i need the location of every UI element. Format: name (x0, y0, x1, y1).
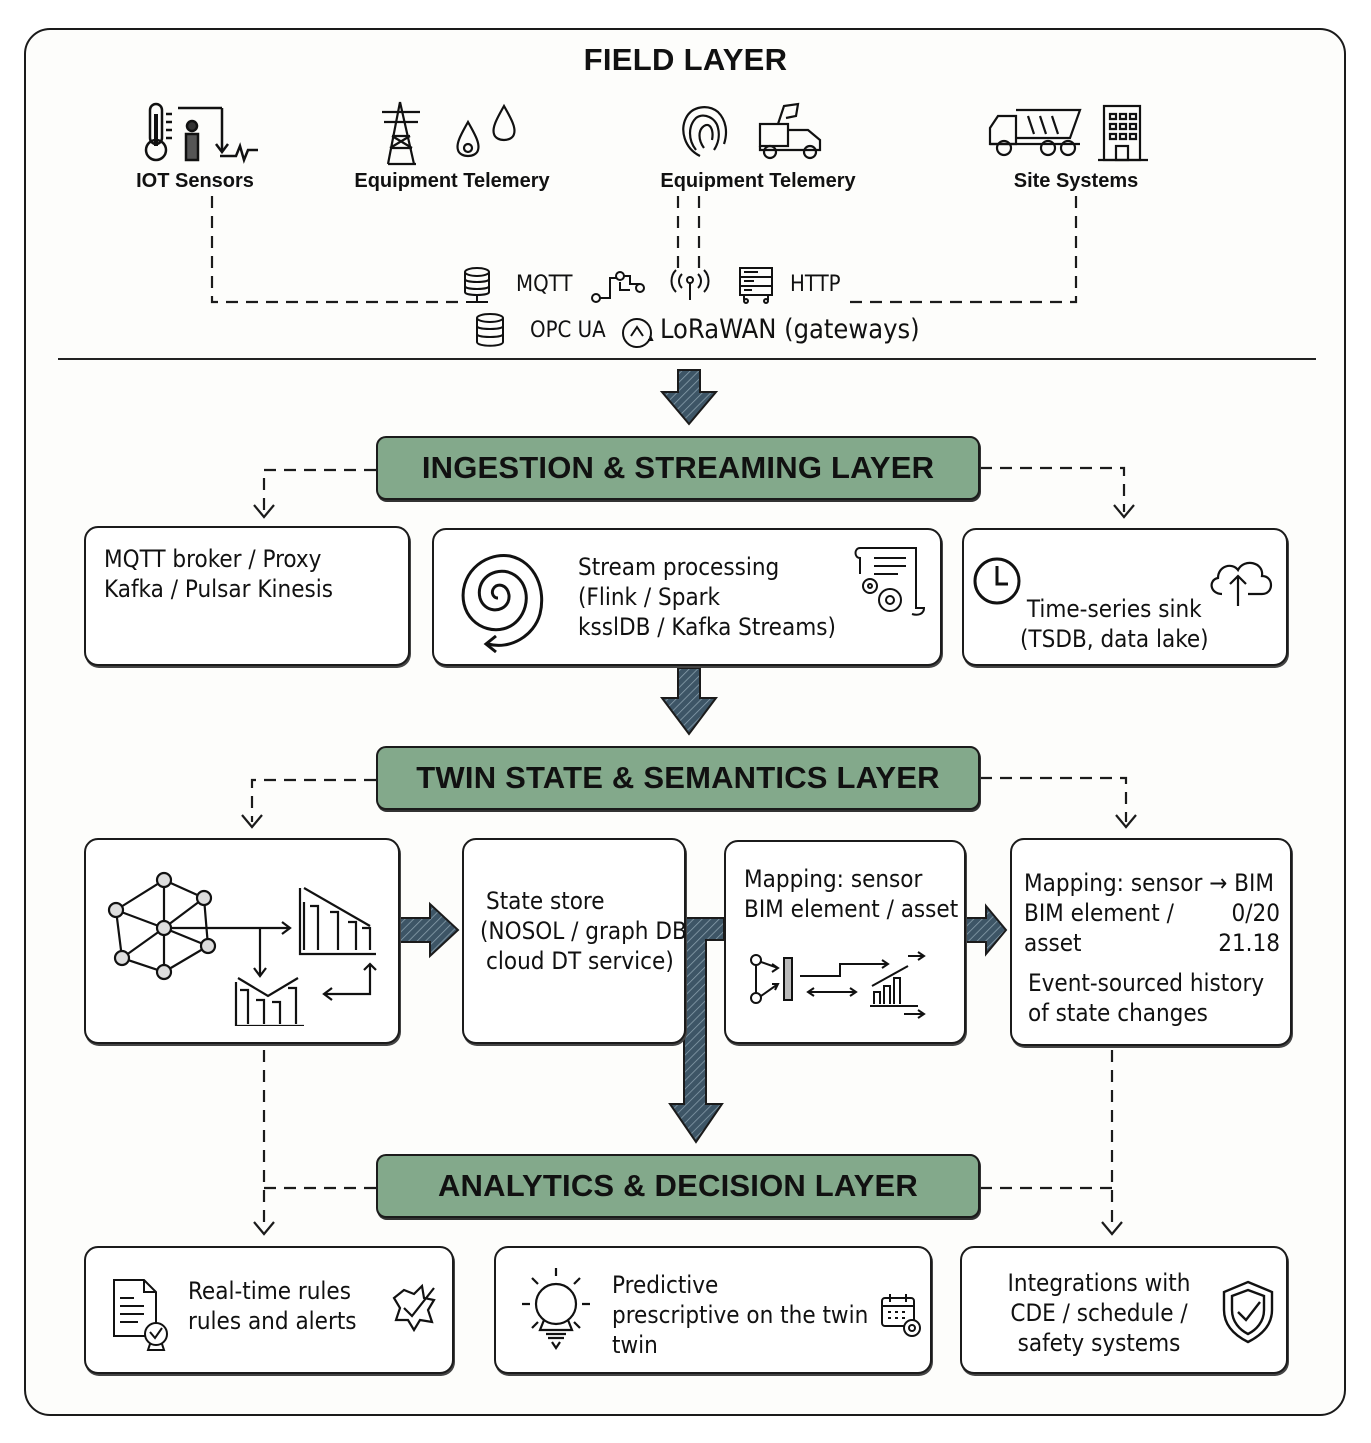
mapping-flow-icon (748, 946, 958, 1026)
database-icon (462, 266, 492, 304)
box-text-line: Mapping: sensor (744, 865, 923, 893)
box-text-line: safety systems (1017, 1329, 1181, 1357)
iot-sensors-icons (140, 100, 260, 166)
box-text-line: CDE / schedule / (1010, 1299, 1188, 1327)
water-drop-icon (492, 103, 516, 142)
field-layer-divider (58, 358, 1316, 360)
dump-truck-icon (988, 108, 1082, 157)
thermometer-icon (144, 102, 172, 162)
event-history-box: Mapping: sensor → BIM BIM element /0/20 … (1010, 838, 1292, 1046)
analytics-layer-banner: ANALYTICS & DECISION LAYER (376, 1154, 980, 1218)
gauge-icon (620, 316, 654, 350)
document-badge-icon (110, 1276, 176, 1352)
mapping-row-label: asset (1024, 929, 1082, 957)
ingestion-layer-title: INGESTION & STREAMING LAYER (421, 450, 935, 485)
mapping-row-label: Mapping: sensor → BIM (1024, 869, 1274, 897)
box-text-line: (Flink / Spark (578, 583, 721, 611)
cloud-upload-icon (1206, 554, 1276, 610)
box-text-line: cloud DT service) (486, 947, 674, 975)
box-text-line: Kafka / Pulsar Kinesis (104, 575, 333, 603)
box-text-line: twin (612, 1331, 658, 1359)
box-text-line: State store (486, 887, 605, 915)
field-layer-title: FIELD LAYER (583, 42, 788, 77)
equipment-telemetry-icons (378, 100, 522, 166)
box-text-line: Event-sourced history (1028, 969, 1265, 997)
mapping-row: asset 21.18 (1024, 928, 1280, 958)
protocol-mqtt: MQTT (516, 272, 573, 297)
integrations-box: Integrations with CDE / schedule / safet… (960, 1246, 1288, 1374)
time-series-sink-box: Time-series sink (TSDB, data lake) (962, 528, 1288, 666)
mapping-row-label: BIM element / (1024, 899, 1174, 927)
box-text-line: (TSDB, data lake) (1020, 625, 1209, 653)
twin-layer-banner: TWIN STATE & SEMANTICS LAYER (376, 746, 980, 810)
clock-icon (972, 556, 1022, 606)
mapping-row-value: 0/20 (1231, 899, 1280, 927)
message-broker-box: MQTT broker / Proxy Kafka / Pulsar Kines… (84, 526, 410, 666)
server-icon (738, 266, 774, 304)
mapping-box: Mapping: sensor BIM element / asset (724, 840, 966, 1044)
equipment-telemetry-2-icons (674, 100, 830, 160)
config-scroll-icon (850, 544, 930, 620)
ingestion-layer-banner: INGESTION & STREAMING LAYER (376, 436, 980, 500)
realtime-rules-box: Real-time rules rules and alerts (84, 1246, 454, 1374)
mapping-row: BIM element / 0/20 (1024, 898, 1280, 928)
box-text-line: Time-series sink (1026, 595, 1202, 623)
water-drop-icon (456, 119, 480, 158)
box-text-line: Real-time rules (188, 1277, 351, 1305)
fingerprint-icon (682, 106, 728, 157)
protocol-lorawan: LoRaWAN (gateways) (660, 314, 920, 345)
crane-truck-icon (758, 102, 822, 160)
bar-chart-icon (298, 887, 376, 956)
check-badge-icon (392, 1282, 438, 1332)
calendar-gear-icon (880, 1292, 924, 1340)
source-label-iot-sensors: IOT Sensors (136, 170, 254, 192)
power-tower-icon (382, 101, 420, 166)
box-text-line: ksslDB / Kafka Streams) (578, 613, 836, 641)
state-store-box: State store (NOSOL / graph DB cloud DT s… (462, 838, 687, 1044)
predictive-box: Predictive prescriptive on the twin twin (494, 1246, 932, 1374)
lightbulb-icon (518, 1266, 598, 1356)
twin-graph-box (84, 838, 400, 1044)
source-label-equipment-telemetry-2: Equipment Telemery (660, 170, 856, 192)
spiral-icon (448, 540, 548, 656)
box-text-line: BIM element / asset (744, 895, 959, 923)
protocol-opc-ua: OPC UA (530, 318, 606, 343)
signal-wave-icon (215, 108, 258, 164)
box-text-line: Predictive (612, 1271, 719, 1299)
box-text-line: of state changes (1028, 999, 1208, 1027)
graph-network-icon (107, 871, 292, 981)
protocol-http: HTTP (790, 272, 841, 297)
analytics-layer-title: ANALYTICS & DECISION LAYER (437, 1168, 919, 1203)
box-text-line: MQTT broker / Proxy (104, 545, 322, 573)
box-text-line: prescriptive on the twin (612, 1301, 869, 1329)
source-label-site-systems: Site Systems (1013, 170, 1139, 192)
bar-chart-icon (234, 977, 304, 1026)
site-systems-icons (986, 100, 1152, 164)
building-icon (1098, 104, 1148, 162)
antenna-icon (670, 268, 710, 302)
source-label-equipment-telemetry-1: Equipment Telemery (354, 170, 550, 192)
mapping-row: Mapping: sensor → BIM (1024, 868, 1280, 898)
box-text-line: (NOSOL / graph DB (480, 917, 687, 945)
stream-processing-box: Stream processing (Flink / Spark ksslDB … (432, 528, 942, 666)
mapping-row-value: 21.18 (1218, 929, 1280, 957)
database-icon (474, 312, 506, 350)
network-flow-icon (590, 268, 646, 304)
twin-layer-title: TWIN STATE & SEMANTICS LAYER (416, 760, 940, 795)
box-text-line: Stream processing (578, 553, 780, 581)
box-text-line: rules and alerts (188, 1307, 357, 1335)
box-text-line: Integrations with (1007, 1269, 1191, 1297)
worker-icon (178, 106, 222, 162)
graph-network-icon (104, 866, 384, 1026)
shield-check-icon (1220, 1280, 1276, 1344)
